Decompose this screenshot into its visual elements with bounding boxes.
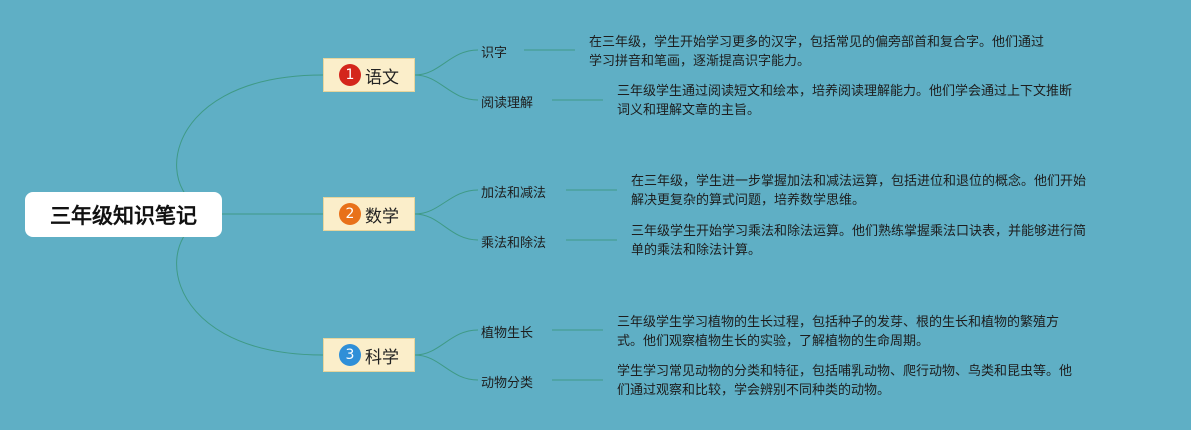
topic-description: 三年级学生学习植物的生长过程，包括种子的发芽、根的生长和植物的繁殖方 式。他们观…: [617, 313, 1059, 351]
description-line: 学习拼音和笔画，逐渐提高识字能力。: [589, 54, 811, 69]
description-line: 在三年级，学生进一步掌握加法和减法运算，包括进位和退位的概念。他们开始: [631, 174, 1087, 189]
connector-branch-2-topic-2: [414, 213, 479, 241]
topic-node[interactable]: 加法和减法: [481, 186, 547, 201]
branch-number-badge: 3: [339, 344, 361, 366]
topic-node[interactable]: 动物分类: [481, 376, 534, 391]
topic-description: 在三年级，学生进一步掌握加法和减法运算，包括进位和退位的概念。他们开始 解决更复…: [631, 172, 1086, 210]
topic-node[interactable]: 阅读理解: [481, 96, 534, 111]
connector-branch-1-topic-1: [414, 49, 479, 76]
description-line: 单的乘法和除法计算。: [631, 243, 762, 258]
description-line: 们通过观察和比较，学会辨别不同种类的动物。: [617, 383, 891, 398]
topic-node[interactable]: 识字: [481, 46, 508, 61]
description-line: 三年级学生学习植物的生长过程，包括种子的发芽、根的生长和植物的繁殖方: [617, 315, 1060, 330]
description-line: 在三年级，学生开始学习更多的汉字，包括常见的偏旁部首和复合字。他们通过: [589, 35, 1045, 50]
branch-number-badge: 1: [339, 64, 361, 86]
description-line: 词义和理解文章的主旨。: [617, 103, 761, 118]
description-line: 式。他们观察植物生长的实验，了解植物的生命周期。: [617, 334, 930, 349]
topic-node[interactable]: 植物生长: [481, 326, 534, 341]
branch-node-science[interactable]: 3 科学: [323, 338, 415, 372]
description-line: 解决更复杂的算式问题，培养数学思维。: [631, 193, 866, 208]
branch-label: 科学: [365, 347, 399, 368]
connector-branch-3-topic-2: [414, 354, 479, 381]
topic-description: 学生学习常见动物的分类和特征，包括哺乳动物、爬行动物、鸟类和昆虫等。他 们通过观…: [617, 362, 1072, 400]
description-line: 三年级学生通过阅读短文和绘本，培养阅读理解能力。他们学会通过上下文推断: [617, 84, 1073, 99]
root-title: 三年级知识笔记: [50, 203, 197, 228]
topic-description: 三年级学生开始学习乘法和除法运算。他们熟练掌握乘法口诀表，并能够进行简 单的乘法…: [631, 222, 1086, 260]
connector-branch-2-topic-1: [414, 189, 479, 215]
connector-branch-3-topic-1: [414, 329, 479, 356]
branch-number-badge: 2: [339, 203, 361, 225]
connector-branch-1-topic-2: [414, 74, 479, 101]
branch-node-chinese[interactable]: 1 语文: [323, 58, 415, 92]
topic-description: 在三年级，学生开始学习更多的汉字，包括常见的偏旁部首和复合字。他们通过 学习拼音…: [589, 33, 1044, 71]
branch-label: 数学: [365, 206, 399, 227]
topic-description: 三年级学生通过阅读短文和绘本，培养阅读理解能力。他们学会通过上下文推断 词义和理…: [617, 82, 1072, 120]
root-node[interactable]: 三年级知识笔记: [25, 192, 222, 237]
description-line: 三年级学生开始学习乘法和除法运算。他们熟练掌握乘法口诀表，并能够进行简: [631, 224, 1087, 239]
branch-node-math[interactable]: 2 数学: [323, 197, 415, 231]
description-line: 学生学习常见动物的分类和特征，包括哺乳动物、爬行动物、鸟类和昆虫等。他: [617, 364, 1073, 379]
branch-label: 语文: [365, 67, 399, 88]
topic-node[interactable]: 乘法和除法: [481, 236, 547, 251]
